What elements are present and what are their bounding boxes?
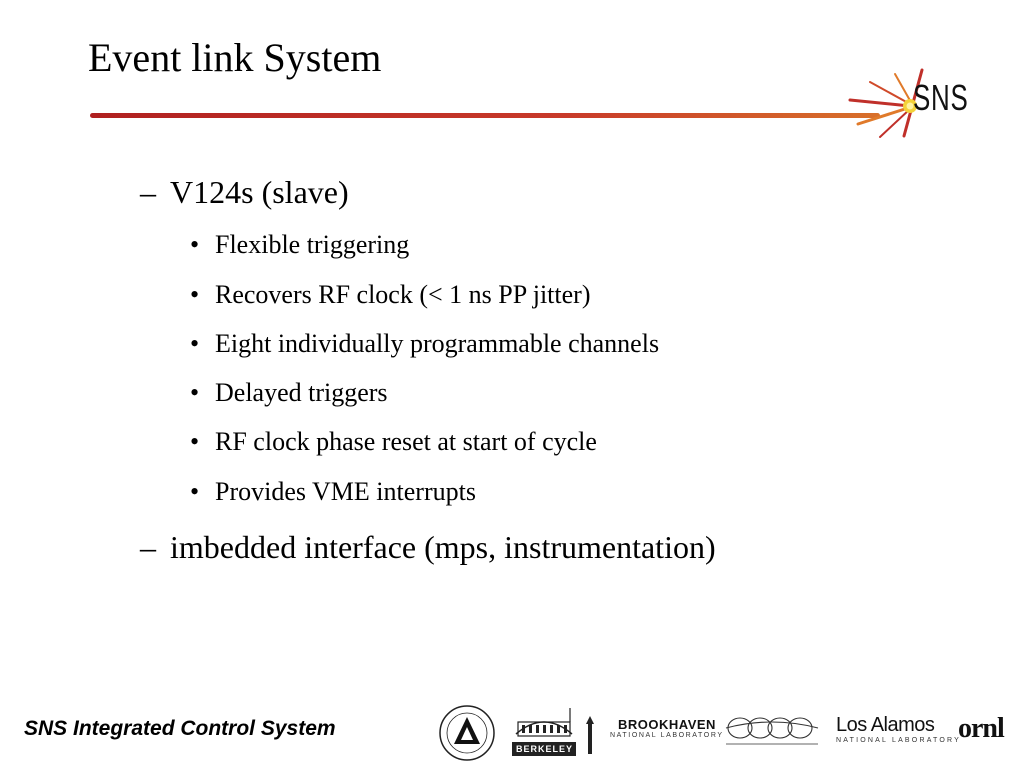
ornl-logo: ornl [956,714,1018,746]
bullet-marker: • [190,378,200,407]
berkeley-lab-building-icon [515,708,573,737]
slide-title: Event link System [88,35,382,80]
list-item: • Delayed triggers [190,377,388,409]
los-alamos-logo: Los Alamos NATIONAL LABORATORY [834,712,959,748]
sns-logo-text: SNS [913,77,969,118]
list-item: • Eight individually programmable channel… [190,328,659,360]
list-item-text: Flexible triggering [215,230,410,259]
list-item: • RF clock phase reset at start of cycle [190,426,597,458]
berkeley-lab-label-box: BERKELEY LAB [512,742,597,756]
dash-marker: – [140,529,156,565]
jefferson-lab-logo-icon [725,717,819,745]
title-underline [90,113,880,118]
list-item: • Flexible triggering [190,229,409,261]
list-item: –V124s (slave) [140,172,349,212]
list-item-text: imbedded interface (mps, instrumentation… [170,529,716,565]
slide-content: –V124s (slave) •Flexible triggering •Rec… [140,172,716,567]
dash-marker: – [140,174,156,210]
ornl-text: ornl [958,713,1005,744]
brookhaven-name: BROOKHAVEN [618,717,716,732]
list-item-text: RF clock phase reset at start of cycle [215,427,597,456]
bullet-marker: • [190,280,200,309]
list-item-text: Provides VME interrupts [215,477,476,506]
los-alamos-subtitle: NATIONAL LABORATORY [836,737,962,744]
brookhaven-subtitle: NATIONAL LABORATORY [610,732,724,739]
berkeley-tower-icon [586,716,594,754]
bullet-marker: • [190,477,200,506]
list-item-text: Recovers RF clock (< 1 ns PP jitter) [215,280,591,309]
brookhaven-logo: BROOKHAVEN NATIONAL LABORATORY [610,716,722,744]
bullet-marker: • [190,329,200,358]
berkeley-lab-text: BERKELEY LAB [516,744,598,754]
list-item-text: Delayed triggers [215,378,388,407]
list-item: • Recovers RF clock (< 1 ns PP jitter) [190,279,591,311]
bullet-marker: • [190,230,200,259]
list-item-text: V124s (slave) [170,174,349,210]
footer-title: SNS Integrated Control System [24,717,336,740]
bullet-marker: • [190,427,200,456]
los-alamos-name: Los Alamos [836,714,935,736]
argonne-logo-icon [439,705,495,761]
list-item: • Provides VME interrupts [190,476,476,508]
list-item-text: Eight individually programmable channels [215,329,660,358]
sns-starburst-logo-icon [848,68,924,138]
list-item: –imbedded interface (mps, instrumentatio… [140,527,716,567]
